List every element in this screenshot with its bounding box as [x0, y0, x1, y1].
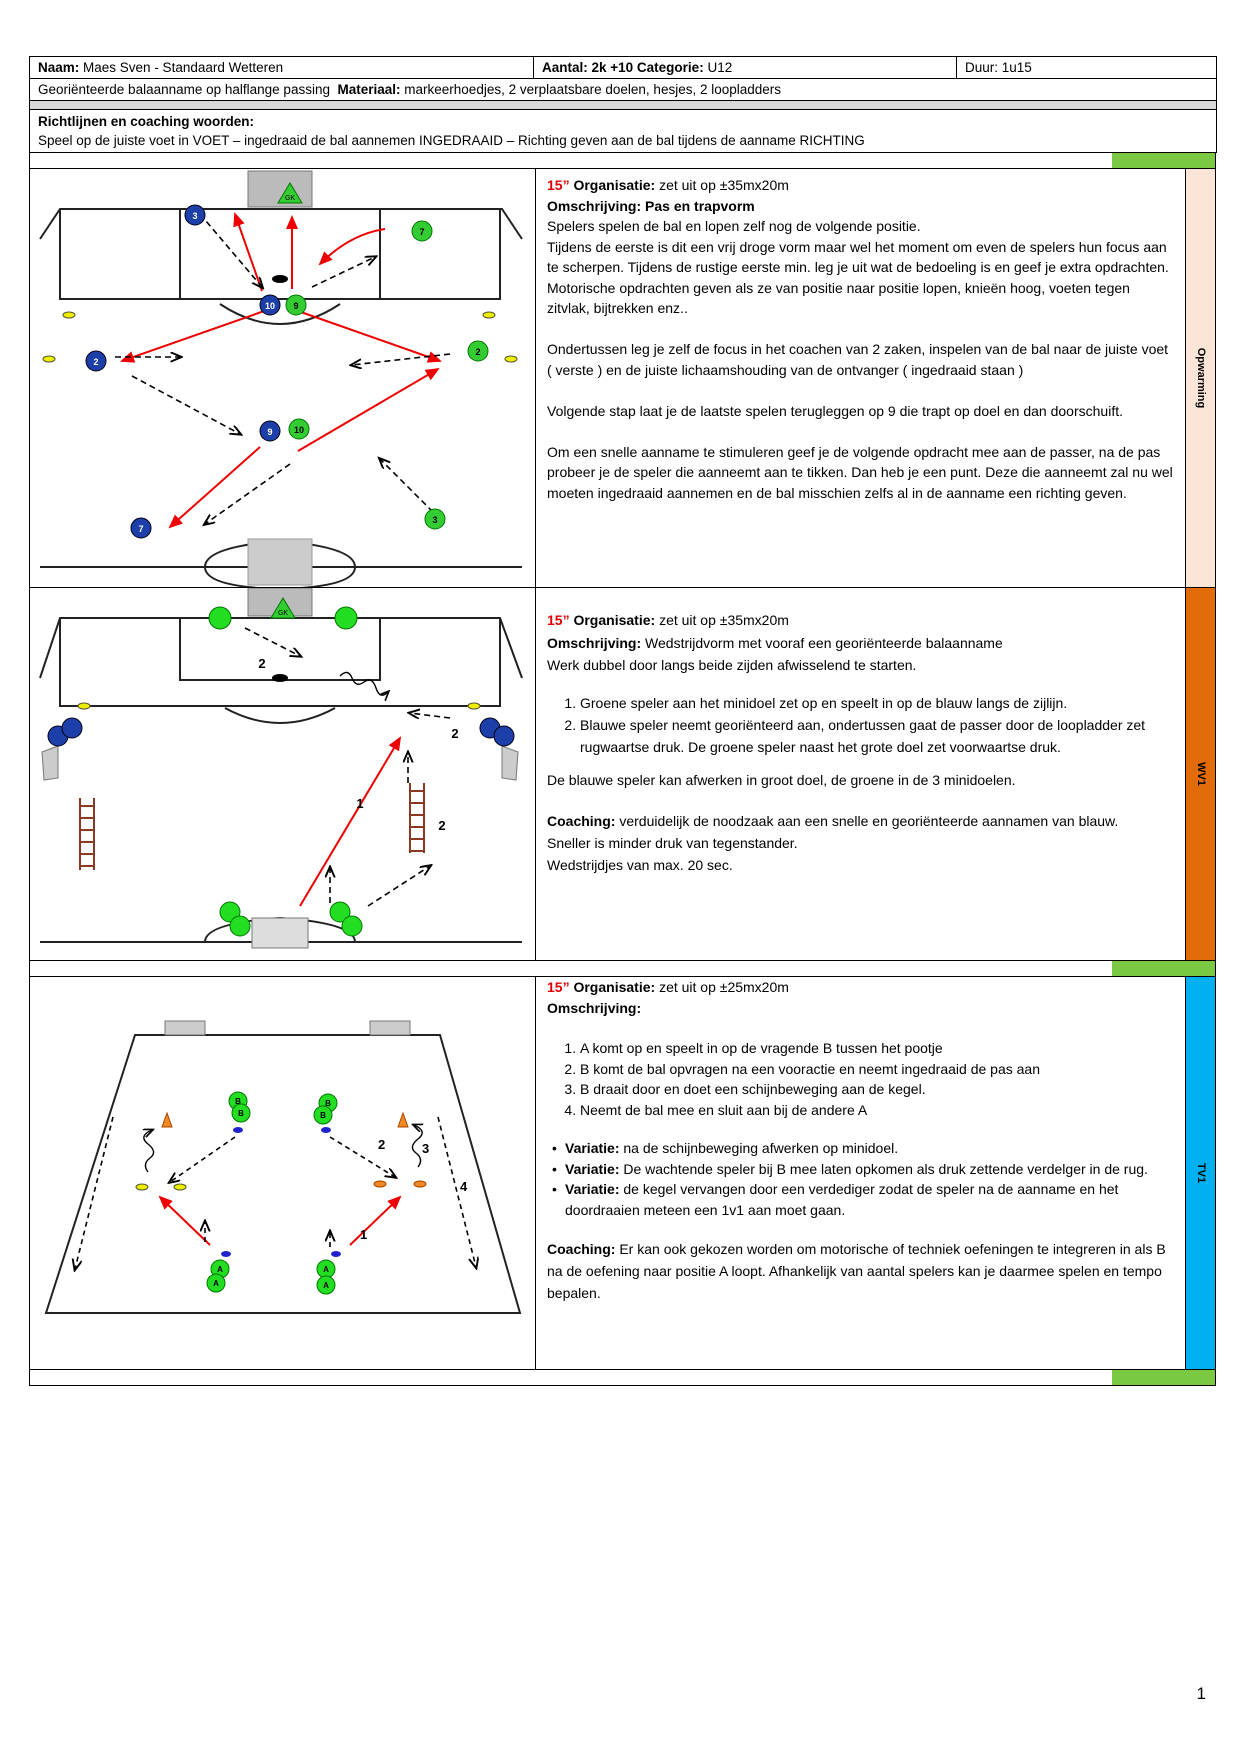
variatie-2: Variatie: De wachtende speler bij B mee … — [552, 1159, 1175, 1180]
tag-wv1: WV1 — [1186, 588, 1215, 960]
diagram-wv1: GK — [30, 587, 536, 960]
svg-text:B: B — [325, 1099, 331, 1108]
svg-text:2: 2 — [475, 347, 480, 357]
svg-text:2: 2 — [451, 726, 458, 741]
page-number: 1 — [1196, 1684, 1206, 1703]
svg-text:3: 3 — [432, 515, 437, 525]
section-wv1-text: 15” Organisatie: zet uit op ±35mx20m Oms… — [536, 588, 1186, 960]
session-sheet: Naam: Maes Sven - Standaard Wetteren Aan… — [29, 56, 1217, 1386]
section-bar — [29, 153, 1216, 169]
svg-text:4: 4 — [460, 1179, 468, 1194]
section-bar-2 — [29, 961, 1216, 977]
svg-text:9: 9 — [293, 301, 298, 311]
variatie-3: Variatie: de kegel vervangen door een ve… — [552, 1179, 1175, 1220]
svg-text:2: 2 — [93, 357, 98, 367]
thema-cell: Georiënteerde balaanname op halflange pa… — [29, 78, 1217, 101]
section-opwarming: GK — [29, 169, 1216, 591]
svg-text:A: A — [217, 1265, 223, 1274]
tv1-step-2: B komt de bal opvragen na een vooractie … — [580, 1059, 1175, 1080]
svg-text:1: 1 — [356, 796, 363, 811]
svg-text:1: 1 — [360, 1227, 367, 1242]
svg-text:B: B — [235, 1097, 241, 1106]
svg-text:3: 3 — [422, 1141, 429, 1156]
aantal-cell: Aantal: 2k +10 Categorie: U12 — [533, 56, 957, 79]
pitch-diagram-2: GK — [39, 587, 523, 949]
pitch-diagram-1: GK — [39, 170, 523, 591]
tv1-step-3: B draait door en doet een schijnbeweging… — [580, 1079, 1175, 1100]
gray-divider — [29, 100, 1217, 110]
variatie-1: Variatie: na de schijnbeweging afwerken … — [552, 1138, 1175, 1159]
svg-text:B: B — [320, 1111, 326, 1120]
section-tv1: 1 2 3 4 B B B B A A A A 15” Organisatie: — [29, 977, 1216, 1370]
svg-text:B: B — [238, 1109, 244, 1118]
svg-text:10: 10 — [265, 301, 275, 311]
tv1-step-1: A komt op en speelt in op de vragende B … — [580, 1038, 1175, 1059]
svg-text:2: 2 — [258, 656, 265, 671]
duur-cell: Duur: 1u15 — [956, 56, 1217, 79]
svg-text:7: 7 — [138, 524, 143, 534]
section-bar-3 — [29, 1370, 1216, 1386]
svg-text:9: 9 — [267, 427, 272, 437]
naam-cell: Naam: Maes Sven - Standaard Wetteren — [29, 56, 534, 79]
section-opwarming-text: 15” Organisatie: zet uit op ±35mx20m Oms… — [536, 169, 1186, 587]
tv1-step-4: Neemt de bal mee en sluit aan bij de and… — [580, 1100, 1175, 1121]
pitch-diagram-3: 1 2 3 4 B B B B A A A A — [44, 1020, 522, 1314]
tag-opwarming: Opwarming — [1186, 169, 1215, 587]
section-wv1: GK — [29, 587, 1216, 961]
richtlijnen: Richtlijnen en coaching woorden: Speel o… — [38, 114, 865, 148]
wv1-step-2: Blauwe speler neemt georiënteerd aan, on… — [580, 714, 1175, 758]
svg-text:2: 2 — [378, 1137, 385, 1152]
svg-text:A: A — [213, 1279, 219, 1288]
svg-text:2: 2 — [438, 818, 445, 833]
diagram-opwarming: GK — [30, 169, 536, 591]
tag-tv1: TV1 — [1186, 977, 1215, 1369]
section-tv1-text: 15” Organisatie: zet uit op ±25mx20m Oms… — [536, 977, 1186, 1369]
wv1-step-1: Groene speler aan het minidoel zet op en… — [580, 692, 1175, 714]
svg-text:10: 10 — [294, 425, 304, 435]
diagram-tv1: 1 2 3 4 B B B B A A A A — [30, 977, 536, 1369]
svg-text:A: A — [323, 1281, 329, 1290]
svg-text:A: A — [323, 1265, 329, 1274]
gk-label-2: GK — [278, 610, 288, 617]
header-table: Naam: Maes Sven - Standaard Wetteren Aan… — [29, 56, 1217, 153]
gk-label: GK — [285, 195, 295, 202]
svg-text:3: 3 — [192, 211, 197, 221]
svg-text:7: 7 — [419, 227, 424, 237]
